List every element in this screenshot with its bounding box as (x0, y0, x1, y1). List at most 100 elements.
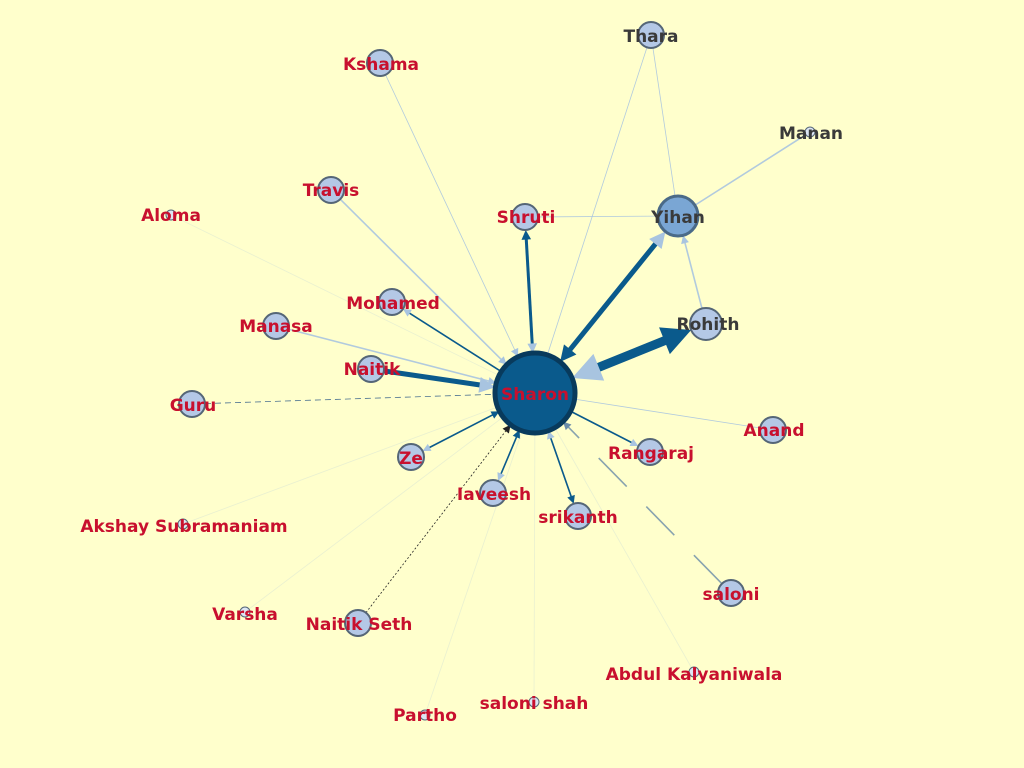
node-yihan[interactable] (656, 194, 700, 238)
edge-naitikseth-sharon (365, 429, 508, 613)
edge-sharon-rangaraj (570, 410, 634, 444)
node-label-kshama: Kshama (343, 55, 419, 75)
edge-akshay-sharon (187, 406, 498, 523)
edge-naitik-sharon (383, 368, 484, 388)
edge-rohith-yihan (683, 241, 703, 309)
edge-sharon-ze (427, 413, 495, 449)
edge-layer (175, 47, 807, 711)
edge-manan-yihan (694, 134, 807, 206)
node-layer (165, 21, 816, 721)
edge-rohith-sharon (591, 334, 672, 374)
node-abdul[interactable] (688, 666, 700, 678)
node-label-abdul: Abdul Kalyaniwala (606, 665, 783, 685)
node-label-srikanth: srikanth (538, 508, 617, 528)
node-label-mohamed: Mohamed (346, 294, 440, 314)
node-label-rohith: Rohith (677, 315, 740, 335)
node-guru[interactable] (178, 390, 206, 418)
node-shruti[interactable] (511, 203, 539, 231)
edge-shruti-yihan (537, 215, 659, 218)
node-thara[interactable] (637, 21, 665, 49)
edge-srikanth-sharon (549, 436, 573, 498)
arrowhead-rohith-yihan (681, 235, 689, 245)
node-label-partho: Partho (393, 706, 457, 726)
node-naitikseth[interactable] (344, 609, 372, 637)
edge-varsha-sharon (248, 416, 504, 610)
node-aloma[interactable] (165, 209, 177, 221)
node-ze[interactable] (397, 443, 425, 471)
node-manan[interactable] (804, 126, 816, 138)
edge-partho-sharon (426, 430, 523, 711)
node-label-shruti: Shruti (497, 208, 556, 228)
node-label-travis: Travis (303, 181, 360, 201)
arrowhead-iaveesh-sharon (512, 429, 521, 439)
node-label-sharon: Sharon (501, 385, 569, 405)
node-label-varsha: Varsha (212, 605, 278, 625)
edge-sharon-mohamed (407, 311, 502, 373)
arrowhead-rohith-sharon (572, 353, 605, 381)
edge-thara-sharon (546, 47, 648, 356)
node-label-naitikseth: Naitik Seth (306, 615, 413, 635)
edge-kshama-sharon (385, 74, 516, 352)
node-label-akshay: Akshay Subramaniam (80, 517, 287, 537)
node-partho[interactable] (419, 709, 431, 721)
arrowhead-sharon-rohith (659, 327, 692, 355)
arrowhead-sharon-mohamed (402, 308, 412, 317)
node-label-anand: Anand (743, 421, 804, 441)
edge-saloni-sharon (566, 425, 723, 585)
node-sharon[interactable] (492, 350, 578, 436)
edge-anand-sharon (574, 398, 761, 429)
node-kshama[interactable] (366, 49, 394, 77)
node-label-iaveesh: Iaveesh (457, 485, 531, 505)
arrowhead-sharon-shruti (521, 229, 532, 240)
edge-sharon-yihan (566, 239, 660, 354)
arrowhead-naitik-sharon (478, 376, 496, 393)
arrowhead-ze-sharon (490, 411, 500, 419)
node-label-ze: Ze (399, 449, 423, 469)
node-naitik[interactable] (357, 355, 385, 383)
edge-shruti-sharon (524, 237, 534, 346)
arrowhead-kshama-sharon (510, 347, 519, 357)
node-label-yihan: Yihan (650, 208, 705, 228)
node-label-rangaraj: Rangaraj (608, 444, 694, 464)
edge-salonishah-sharon (533, 432, 536, 698)
arrowhead-sharon-rangaraj (629, 438, 639, 447)
node-label-thara: Thara (623, 27, 678, 47)
node-rohith[interactable] (689, 307, 723, 341)
edge-abdul-sharon (554, 427, 692, 668)
edge-thara-yihan (652, 47, 676, 197)
arrowhead-travis-sharon (498, 356, 507, 365)
node-saloni[interactable] (717, 579, 745, 607)
node-label-saloni: saloni (702, 585, 759, 605)
node-label-salonishah: saloni shah (480, 694, 589, 714)
node-anand[interactable] (759, 416, 787, 444)
node-label-manan: Manan (779, 124, 843, 144)
arrowhead-shruti-sharon (527, 343, 537, 354)
edge-aloma-sharon (175, 216, 500, 376)
arrowhead-naitikseth-sharon (502, 424, 511, 434)
node-label-manasa: Manasa (239, 317, 313, 337)
node-rangaraj[interactable] (636, 438, 664, 466)
edge-manasa-sharon (288, 328, 491, 383)
node-manasa[interactable] (262, 312, 290, 340)
node-label-aloma: Aloma (141, 206, 201, 226)
edge-guru-sharon (204, 393, 496, 404)
node-srikanth[interactable] (564, 502, 592, 530)
node-akshay[interactable] (177, 518, 189, 530)
edge-sharon-iaveesh (499, 435, 518, 476)
arrowhead-sharon-srikanth (567, 494, 575, 504)
arrowhead-sharon-yihan (649, 231, 666, 250)
node-mohamed[interactable] (378, 288, 406, 316)
edge-travis-sharon (339, 198, 503, 361)
arrowhead-saloni-sharon (562, 421, 572, 431)
arrowhead-yihan-sharon (560, 344, 577, 362)
node-travis[interactable] (317, 176, 345, 204)
node-label-naitik: Naitik (344, 360, 401, 380)
node-label-guru: Guru (170, 396, 217, 416)
arrowhead-sharon-ze (422, 443, 432, 452)
node-iaveesh[interactable] (479, 479, 507, 507)
node-varsha[interactable] (239, 606, 251, 618)
arrowhead-sharon-iaveesh (497, 472, 505, 482)
node-salonishah[interactable] (528, 696, 540, 708)
